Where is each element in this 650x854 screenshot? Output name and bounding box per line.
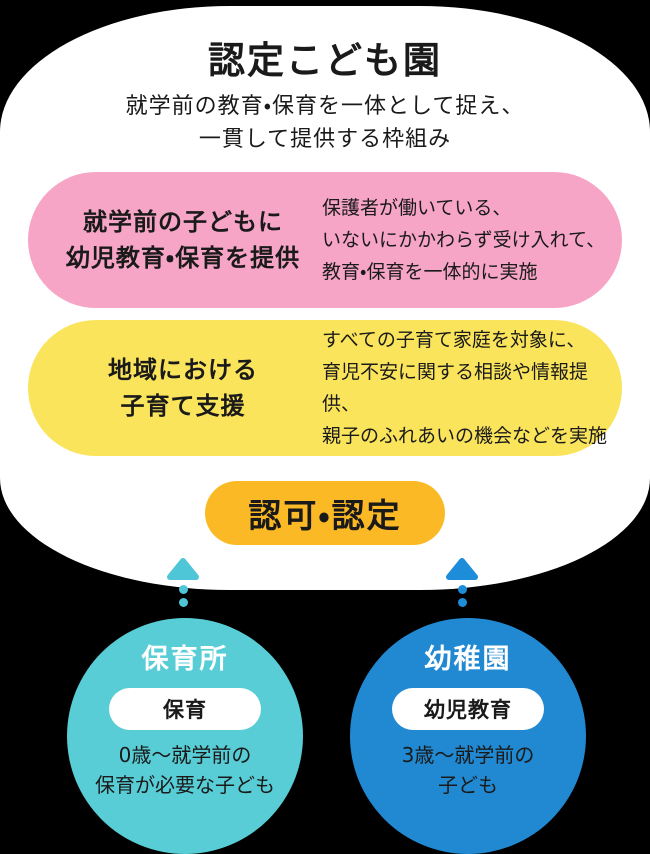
arrow-dot (457, 585, 467, 594)
arrow-dot (178, 598, 188, 607)
function-name: 就学前の子どもに 幼児教育・保育を提供 (65, 208, 301, 272)
approval-badge: 認可・認定 (205, 481, 445, 545)
arrow-head (167, 558, 199, 580)
up-arrow-icon (445, 557, 479, 607)
up-arrow-icon (166, 557, 200, 607)
page-subtitle: 就学前の教育・保育を一体として捉え、 一貫して提供する枠組み (0, 90, 650, 156)
function-card-community-support: 地域における 子育て支援 すべての子育て家庭を対象に、 育児不安に関する相談や情… (28, 320, 622, 456)
function-description: 保護者が働いている、 いないにかかわらず受け入れて、 教育・保育を一体的に実施 (322, 197, 606, 283)
page-title: 認定こども園 (208, 39, 442, 82)
function-description: すべての子育て家庭を対象に、 育児不安に関する相談や情報提供、 親子のふれあいの… (322, 329, 608, 447)
origin-circle-yochien: 幼稚園 幼児教育 3歳〜就学前の 子ども (350, 618, 586, 854)
circle-target: 0歳〜就学前の 保育が必要な子ども (95, 743, 275, 797)
circle-title: 保育所 (141, 644, 229, 675)
circle-target: 3歳〜就学前の 子ども (401, 743, 535, 797)
circle-title: 幼稚園 (424, 644, 512, 675)
arrow-dot (457, 598, 467, 607)
arrow-dot (178, 585, 188, 594)
category-pill: 幼児教育 (392, 688, 544, 730)
category-pill: 保育 (109, 688, 261, 730)
subtitle-line-1: 就学前の教育・保育を一体として捉え、 (125, 94, 525, 119)
function-card-education-care: 就学前の子どもに 幼児教育・保育を提供 保護者が働いている、 いないにかかわらず… (28, 172, 622, 308)
origin-circle-hoikusho: 保育所 保育 0歳〜就学前の 保育が必要な子ども (67, 618, 303, 854)
arrow-head (446, 558, 478, 580)
function-name: 地域における 子育て支援 (108, 356, 258, 420)
subtitle-line-2: 一貫して提供する枠組み (198, 127, 452, 152)
